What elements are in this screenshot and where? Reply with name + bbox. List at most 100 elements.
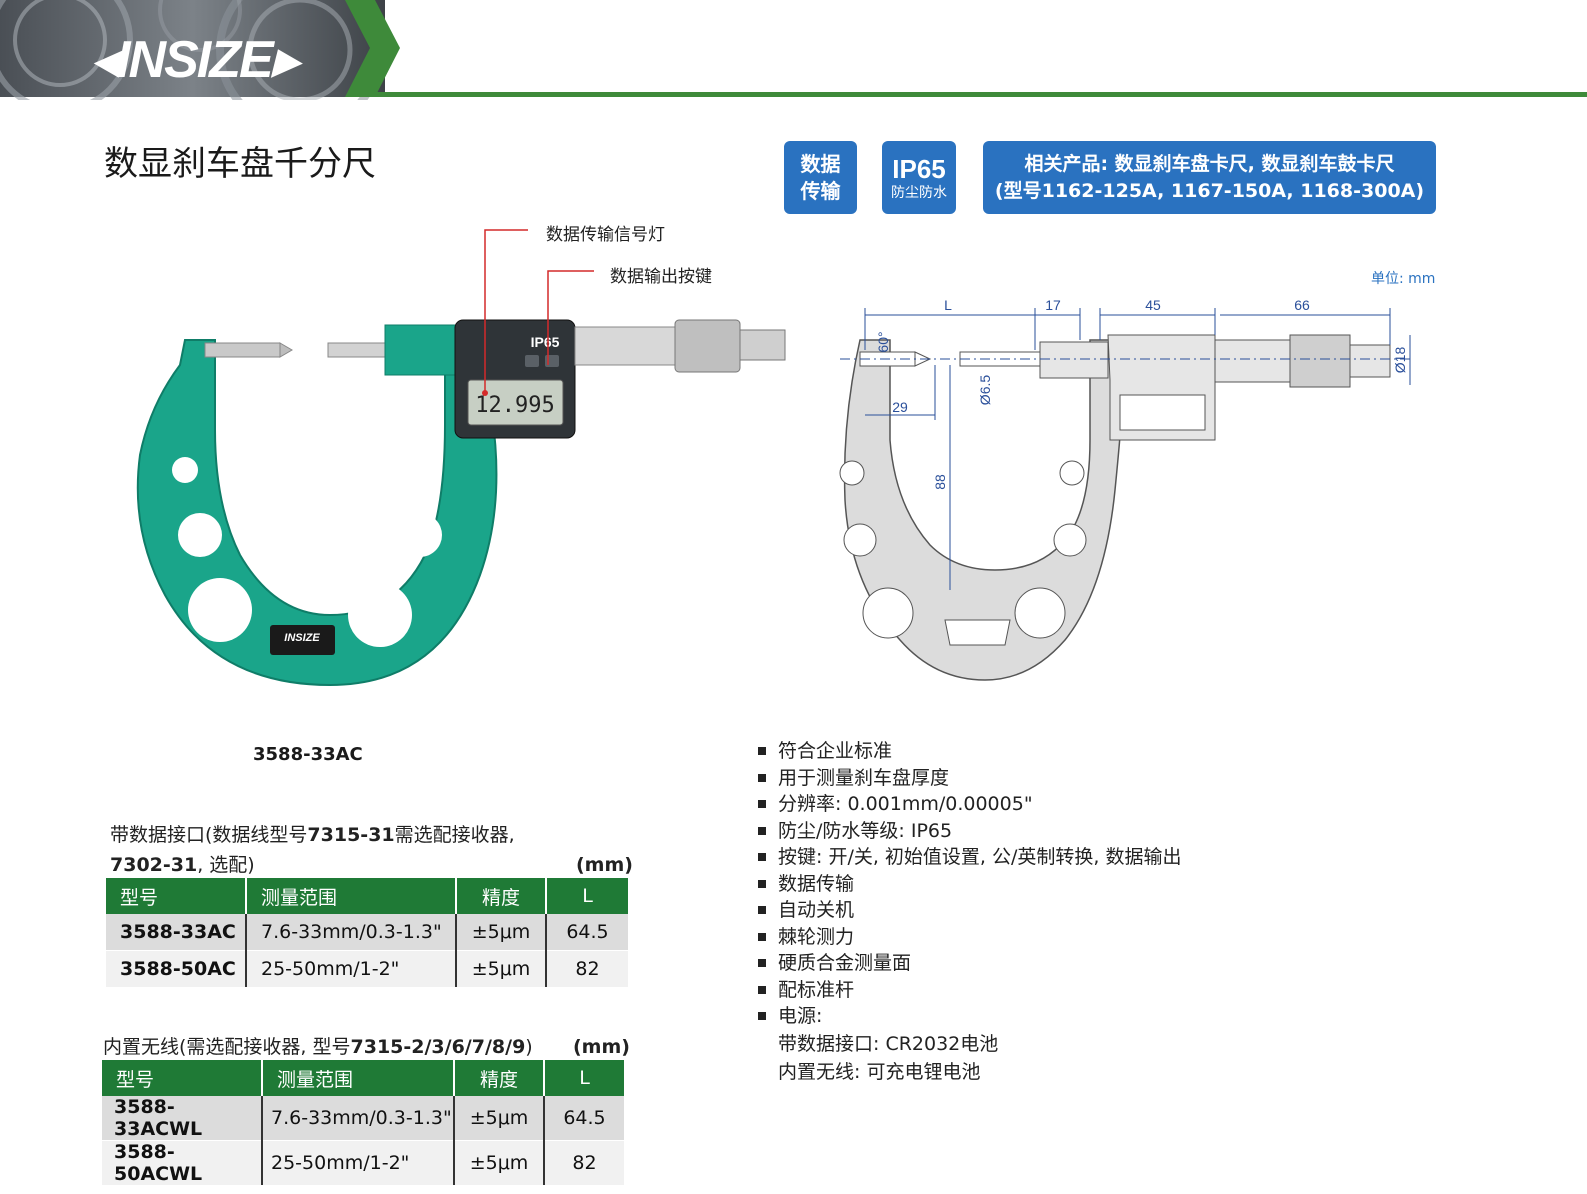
anvil-tip [279,342,293,358]
lcd-reading: 12.995 [475,393,554,418]
drawing-sleeve [1214,339,1291,383]
related-products-line1: 相关产品: 数显刹车盘卡尺, 数显刹车鼓卡尺 [1024,152,1395,175]
dim-label-angle: 60° [875,331,891,352]
drawing-hole [843,523,877,557]
cell-model: 3588-50AC [106,950,247,987]
caption-text: 带数据接口(数据线型号 [110,824,308,846]
anvil [204,342,281,358]
feature-item: 数据传输 [756,871,1276,898]
table-header-row: 型号 测量范围 精度 L [106,878,628,914]
drawing-hole [839,460,865,486]
logo-wordmark: INSIZE [116,31,274,89]
caption-text: , 选配) [197,854,255,876]
logo-arrow-right-icon: ▸ [271,31,298,89]
ratchet [739,329,786,361]
table-wired-caption: 带数据接口(数据线型号7315-31需选配接收器,7302-31, 选配) [110,820,580,880]
cell-length: 82 [546,950,628,987]
frame-logo: INSIZE [284,632,320,644]
table-wireless-caption: 内置无线(需选配接收器, 型号7315-2/3/6/7/8/9) [103,1032,533,1059]
related-products-line2: (型号1162-125A, 1167-150A, 1168-300A) [994,179,1425,202]
cell-length: 82 [544,1140,624,1185]
dim-label-45: 45 [1145,297,1161,313]
lcd-screen [467,379,564,426]
table-wired-unit: (mm) [576,854,633,876]
body-ip-label: IP65 [531,334,560,350]
feature-item: 自动关机 [756,897,1276,924]
mode-button [525,355,539,367]
callout-line-signal [484,229,528,393]
cell-range: 25-50mm/1-2" [246,950,457,987]
callout-line-button [547,270,594,365]
dim-label-29: 29 [892,399,908,415]
table-row: 3588-33AC 7.6-33mm/0.3-1.3" ±5μm 64.5 [106,914,628,951]
dim-label-d65: Ø6.5 [977,375,993,406]
table-row: 3588-50ACWL 25-50mm/1-2" ±5μm 82 [102,1140,624,1185]
feature-item: 用于测量刹车盘厚度 [756,765,1276,792]
data-transfer-badge-line1: 数据 [800,151,841,176]
feature-list: 符合企业标准 用于测量刹车盘厚度 分辨率: 0.001mm/0.00005" 防… [756,738,1276,1086]
head-body [384,324,466,376]
cell-length: 64.5 [546,914,628,951]
power-detail: 带数据接口: CR2032电池 [778,1032,999,1055]
product-photo: INSIZE IP65 12.995 [136,229,786,687]
frame-nameplate [270,625,335,655]
drawing-hole [862,587,914,639]
column-header: 型号 [106,878,247,914]
feature-item: 硬质合金测量面 [756,950,1276,977]
drawing-hole [1014,587,1066,639]
column-header: 精度 [454,1060,545,1096]
drawing-head [1039,341,1109,379]
ip65-badge-subtitle: 防尘防水 [891,184,947,201]
ip65-badge: IP65 防尘防水 [882,141,956,214]
table-row: 3588-33ACWL 7.6-33mm/0.3-1.3" ±5μm 64.5 [102,1096,624,1141]
feature-item: 符合企业标准 [756,738,1276,765]
drawing-nameplate [944,619,1011,646]
cell-accuracy: ±5μm [456,914,547,951]
column-header: 型号 [102,1060,263,1096]
feature-item: 电源: [756,1003,1276,1030]
callout-signal-light: 数据传输信号灯 [546,225,665,245]
dim-label-88: 88 [932,474,948,490]
cell-accuracy: ±5μm [454,1096,545,1141]
dim-label-d18: Ø18 [1392,347,1408,374]
frame-hole [398,513,442,557]
table-row: 3588-50AC 25-50mm/1-2" ±5μm 82 [106,950,628,987]
data-transfer-badge-line2: 传输 [800,178,841,203]
cell-model: 3588-33AC [106,914,247,951]
feature-item: 分辨率: 0.001mm/0.00005" [756,791,1276,818]
feature-item: 防尘/防水等级: IP65 [756,818,1276,845]
caption-receiver-model: 7302-31 [110,854,198,876]
cell-range: 7.6-33mm/0.3-1.3" [262,1096,455,1141]
dim-label-L: L [944,297,952,313]
column-header: 测量范围 [262,1060,455,1096]
unit-note: 单位: mm [1371,271,1436,287]
cell-range: 7.6-33mm/0.3-1.3" [246,914,457,951]
sleeve [574,326,676,366]
feature-item: 配标准杆 [756,977,1276,1004]
column-header: 测量范围 [246,878,457,914]
drawing-hole [1053,523,1087,557]
column-header: L [544,1060,624,1096]
column-header: L [546,878,628,914]
table-wired: 型号 测量范围 精度 L 3588-33AC 7.6-33mm/0.3-1.3"… [106,878,628,987]
cell-accuracy: ±5μm [456,950,547,987]
frame-hole [188,578,252,642]
cell-model: 3588-33ACWL [102,1096,263,1141]
column-header: 精度 [456,878,547,914]
signal-light-icon [482,390,488,396]
drawing-lcd [1119,394,1206,431]
drawing-thimble [1289,334,1351,388]
cell-length: 64.5 [544,1096,624,1141]
frame-hole [402,457,428,483]
cell-model: 3588-50ACWL [102,1140,263,1185]
table-wireless: 型号 测量范围 精度 L 3588-33ACWL 7.6-33mm/0.3-1.… [102,1060,624,1185]
caption-text: 需选配接收器, [394,824,515,846]
header-rule [370,92,1587,97]
caption-receiver-models: 7315-2/3/6/7/8/9 [350,1036,526,1058]
cell-range: 25-50mm/1-2" [262,1140,455,1185]
data-transfer-badge: 数据 传输 [784,141,857,214]
callout-output-button: 数据输出按键 [610,267,712,287]
table-header-row: 型号 测量范围 精度 L [102,1060,624,1096]
technical-drawing: L 17 45 66 60° 29 Ø6.5 88 Ø18 [839,297,1411,681]
frame-hole [348,583,412,647]
